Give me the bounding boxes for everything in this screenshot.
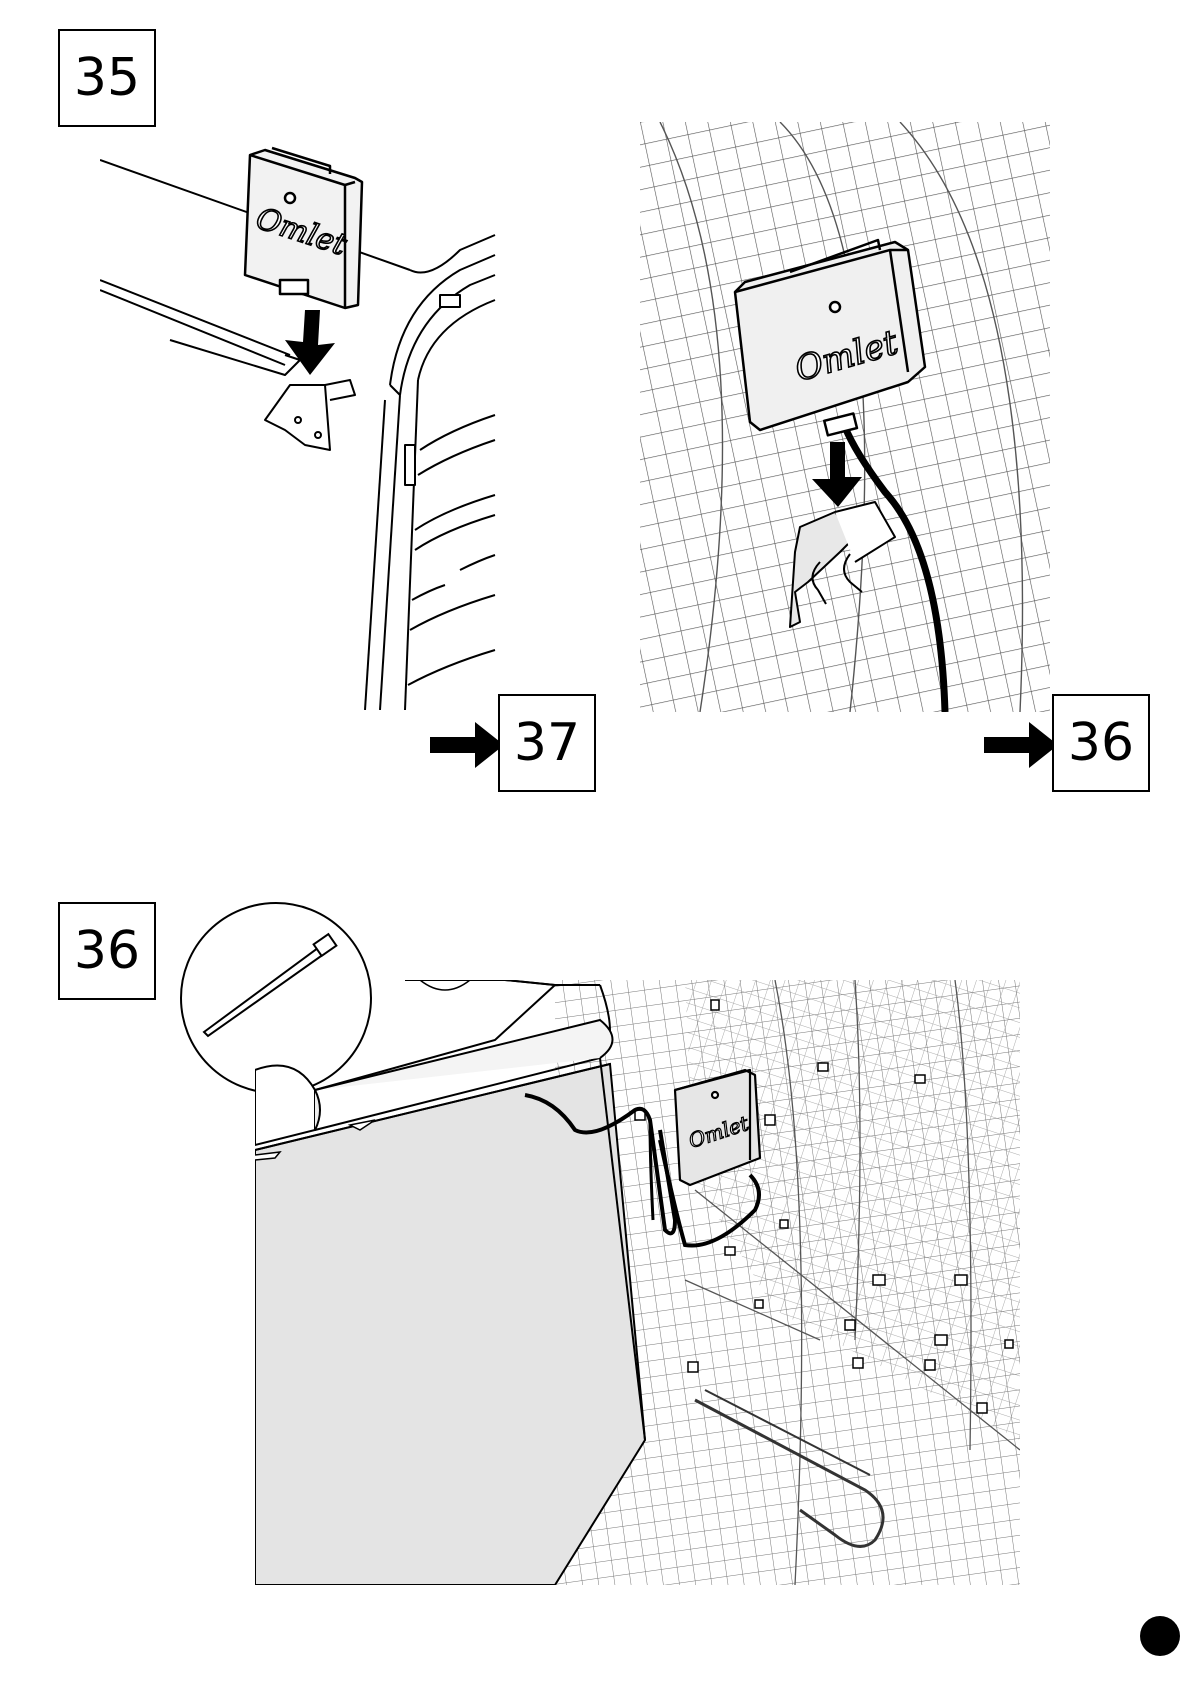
right-arrow-icon: [430, 720, 505, 770]
goto-step-36: 36: [1052, 694, 1150, 792]
step-35-illustration-coop: Omlet: [100, 130, 500, 710]
step-35-number: 35: [58, 29, 156, 127]
step-36-illustration: Omlet: [255, 980, 1020, 1585]
right-arrow-icon-2: [984, 720, 1059, 770]
page-marker-dot: [1140, 1616, 1180, 1656]
step-36-number: 36: [58, 902, 156, 1000]
goto-step-37: 37: [498, 694, 596, 792]
step-35-illustration-mesh: Omlet: [640, 122, 1050, 712]
down-arrow-icon: [285, 310, 335, 375]
